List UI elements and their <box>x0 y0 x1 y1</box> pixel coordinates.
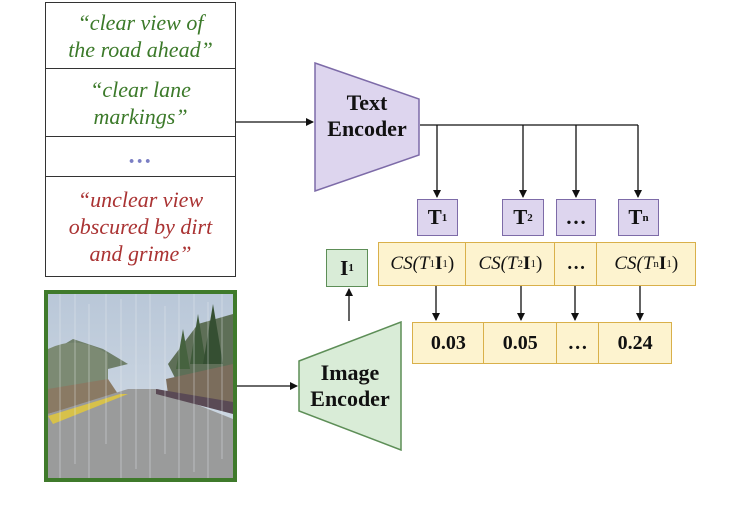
cs-pre: CS(T <box>478 253 518 274</box>
score-cell: 0.03 <box>412 322 485 364</box>
image-encoder-label: Image Encoder <box>298 360 402 412</box>
token-label: … <box>565 205 587 229</box>
token-sub: 1 <box>348 262 354 274</box>
score-row: 0.03 0.05 … 0.24 <box>412 322 672 364</box>
cs-ellipsis: … <box>566 253 586 274</box>
prompt-ellipsis: … <box>45 137 236 177</box>
token-sub: 1 <box>441 211 448 224</box>
text-encoder-line1: Text <box>346 90 388 115</box>
prompt-unclear-view: “unclear view obscured by dirt and grime… <box>45 177 236 277</box>
cs-sub: 1 <box>530 258 536 270</box>
cs-mid: I <box>658 253 667 274</box>
token-sub: n <box>642 211 649 224</box>
cs-sub: n <box>653 258 659 270</box>
text-token-ellipsis: … <box>556 199 596 236</box>
cs-mid: I <box>523 253 531 274</box>
cs-post: ) <box>447 253 455 274</box>
prompt-lane-markings: “clear lane markings” <box>45 69 236 137</box>
prompt-line: and grime” <box>89 241 192 266</box>
score-cell: … <box>555 322 600 364</box>
cs-sub: 1 <box>429 258 435 270</box>
score-cell: 0.24 <box>598 322 672 364</box>
prompt-line: markings” <box>93 103 188 129</box>
token-label: T <box>427 205 442 229</box>
cs-pre: CS(T <box>614 253 654 274</box>
prompt-line: the road ahead” <box>68 36 213 62</box>
text-encoder-label: Text Encoder <box>314 90 420 142</box>
text-encoder-line2: Encoder <box>327 116 407 141</box>
road-scene-graphic <box>48 294 233 478</box>
image-encoder-shape <box>298 321 402 451</box>
token-sub: 2 <box>527 211 533 224</box>
prompt-line: “clear view of <box>77 9 204 35</box>
prompt-clear-road: “clear view of the road ahead” <box>45 2 236 69</box>
cs-sub: 1 <box>666 258 672 270</box>
prompt-line: “unclear view <box>77 187 204 212</box>
cs-post: ) <box>535 253 543 274</box>
prompt-line: “clear lane <box>90 76 191 102</box>
token-label: T <box>628 205 643 229</box>
score-cell: 0.05 <box>483 322 558 364</box>
cs-pre: CS(T <box>390 253 430 274</box>
cs-sub: 2 <box>517 258 524 270</box>
token-label: I <box>340 255 349 280</box>
cs-post: ) <box>671 253 679 274</box>
prompt-line: obscured by dirt <box>68 214 213 239</box>
cs-sub: 1 <box>442 258 448 270</box>
text-encoder-shape <box>314 62 420 192</box>
image-encoder-line1: Image <box>320 360 380 385</box>
road-image <box>44 290 237 482</box>
ellipsis-text: … <box>128 143 153 169</box>
cs-mid: I <box>434 253 443 274</box>
token-label: T <box>513 205 528 229</box>
image-encoder-line2: Encoder <box>310 386 390 411</box>
